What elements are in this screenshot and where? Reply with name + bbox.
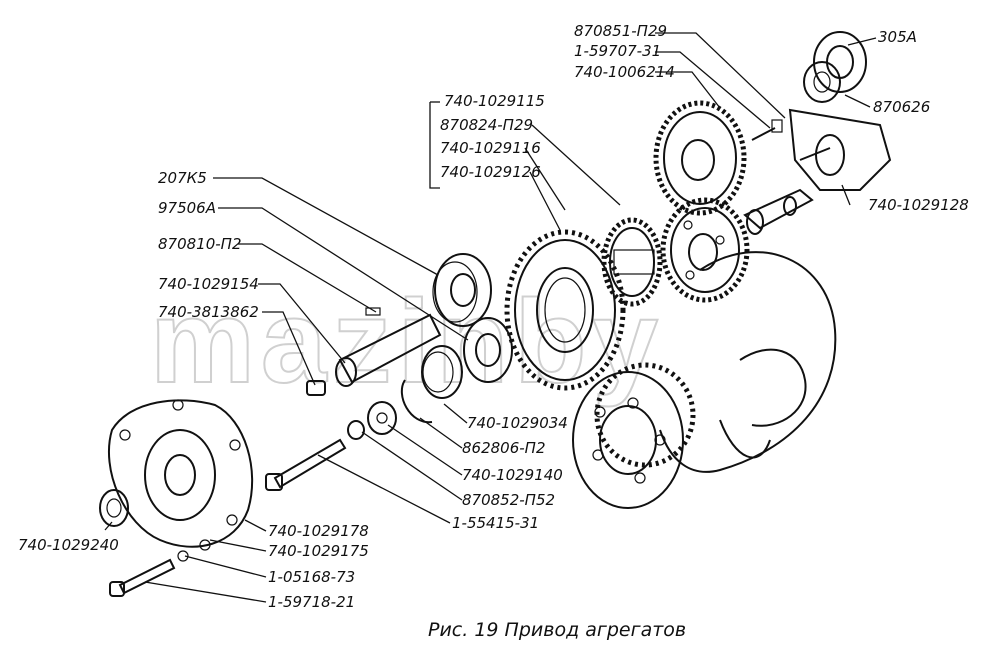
label-740-1029034: 740-1029034	[467, 414, 568, 432]
label-740-1006214: 740-1006214	[574, 63, 675, 81]
figure-caption: Рис. 19 Привод агрегатов	[428, 619, 686, 641]
upper-gear	[653, 100, 747, 216]
long-bolt-1	[265, 438, 347, 491]
small-gear	[601, 217, 663, 307]
washer-870852	[367, 401, 397, 435]
flange-plate	[788, 108, 892, 191]
label-740-1029154: 740-1029154	[158, 275, 259, 293]
bearing-207k5	[432, 253, 492, 327]
bearing-97506a	[463, 317, 513, 383]
small-washer-1-55415	[347, 420, 365, 440]
bushing-740-3813862	[306, 380, 326, 396]
label-870824-p29: 870824-П29	[440, 116, 533, 134]
cover-740-1029175	[107, 399, 254, 551]
label-97506a: 97506А	[158, 199, 216, 217]
label-870626: 870626	[873, 98, 930, 116]
label-740-1029175: 740-1029175	[268, 542, 369, 560]
label-740-3813862: 740-3813862	[158, 303, 259, 321]
large-drive-gear	[504, 229, 626, 391]
shaft-740-1029154	[335, 307, 442, 387]
snap-ring	[421, 345, 463, 399]
bolt-small-top	[751, 119, 783, 141]
middle-gear	[660, 197, 750, 303]
label-1-05168-73: 1-05168-73	[268, 568, 355, 586]
label-1-55415-31: 1-55415-31	[452, 514, 539, 532]
label-862806-p2: 862806-П2	[462, 439, 546, 457]
seal-740-1029240	[99, 489, 129, 527]
label-740-1029140: 740-1029140	[462, 466, 563, 484]
leader-lines	[104, 32, 877, 603]
bolt-1-59718-21	[109, 550, 189, 597]
label-870810-p2: 870810-П2	[158, 235, 242, 253]
label-1-59707-31: 1-59707-31	[574, 42, 661, 60]
pump-shaft	[743, 188, 814, 235]
label-740-1029126: 740-1029126	[440, 163, 541, 181]
watermark: mazinby	[150, 276, 664, 408]
label-305a: 305A	[878, 28, 917, 46]
label-740-1029128: 740-1029128	[868, 196, 969, 214]
bearing-305a	[803, 31, 867, 103]
label-740-1029178: 740-1029178	[268, 522, 369, 540]
label-870852-p52: 870852-П52	[462, 491, 555, 509]
label-740-1029116: 740-1029116	[440, 139, 541, 157]
label-870851-p29: 870851-П29	[574, 22, 667, 40]
label-207k5: 207К5	[158, 169, 207, 187]
label-740-1029115: 740-1029115	[444, 92, 545, 110]
label-740-1029240: 740-1029240	[18, 536, 119, 554]
crankshaft-housing	[659, 251, 837, 473]
crank-gear-flange	[572, 362, 696, 509]
label-1-59718-21: 1-59718-21	[268, 593, 355, 611]
